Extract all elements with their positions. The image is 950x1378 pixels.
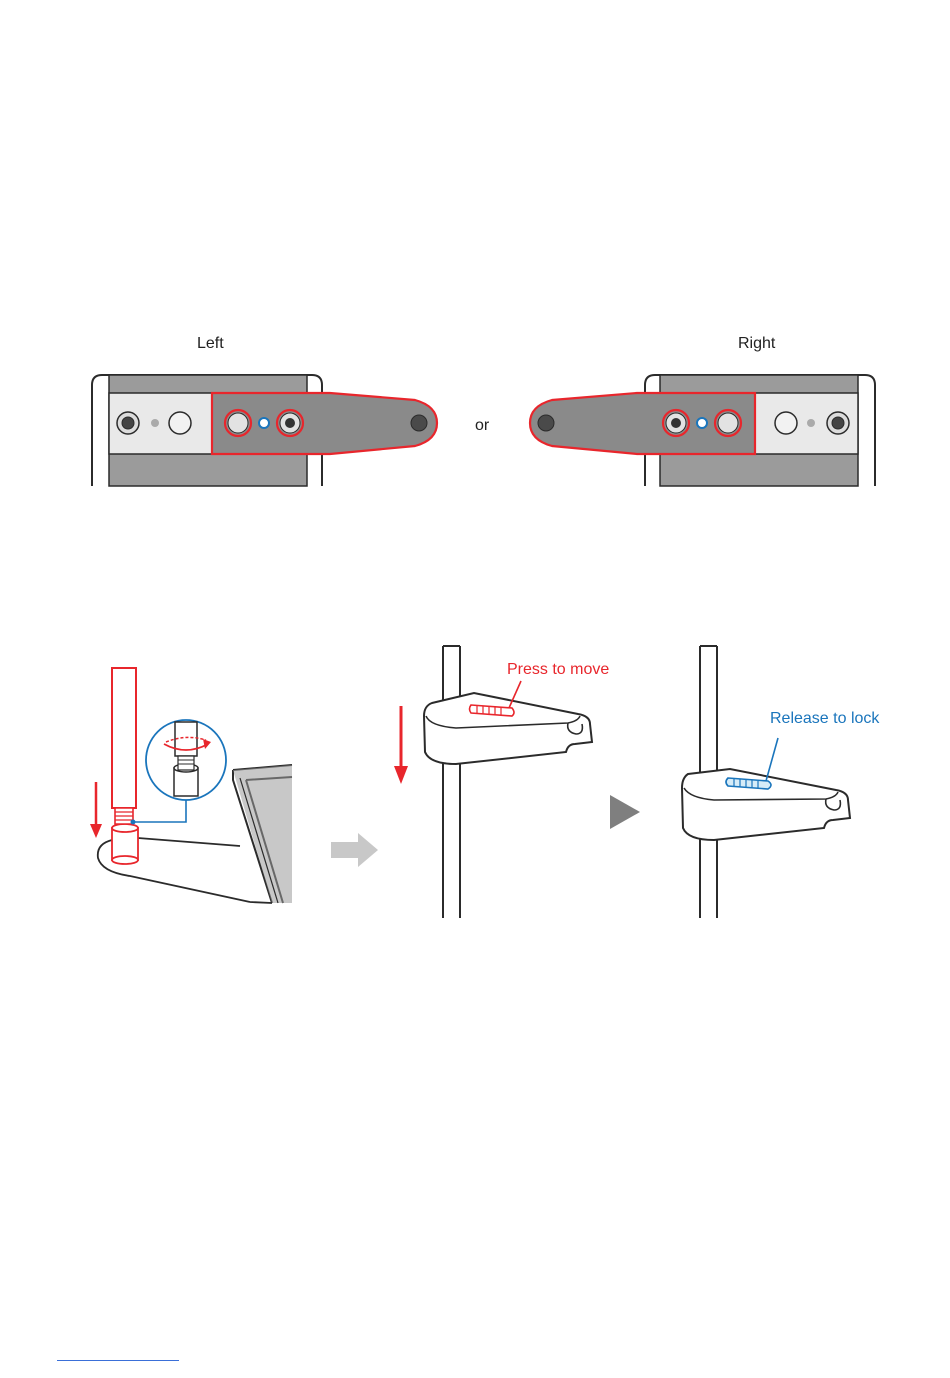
play-triangle-icon: [610, 795, 640, 829]
clamp-press-illustration: [394, 646, 592, 918]
right-mount-illustration: [530, 375, 875, 486]
label-press-to-move: Press to move: [507, 661, 609, 679]
pole-install-illustration: [90, 668, 292, 903]
clamp-release-illustration: [682, 646, 850, 918]
left-mount-illustration: [92, 375, 437, 486]
footer-rule: [57, 1360, 179, 1361]
down-arrow-icon: [394, 706, 408, 784]
label-release-to-lock: Release to lock: [770, 710, 879, 728]
down-arrow-icon: [90, 782, 102, 838]
next-arrow-icon: [331, 833, 378, 867]
